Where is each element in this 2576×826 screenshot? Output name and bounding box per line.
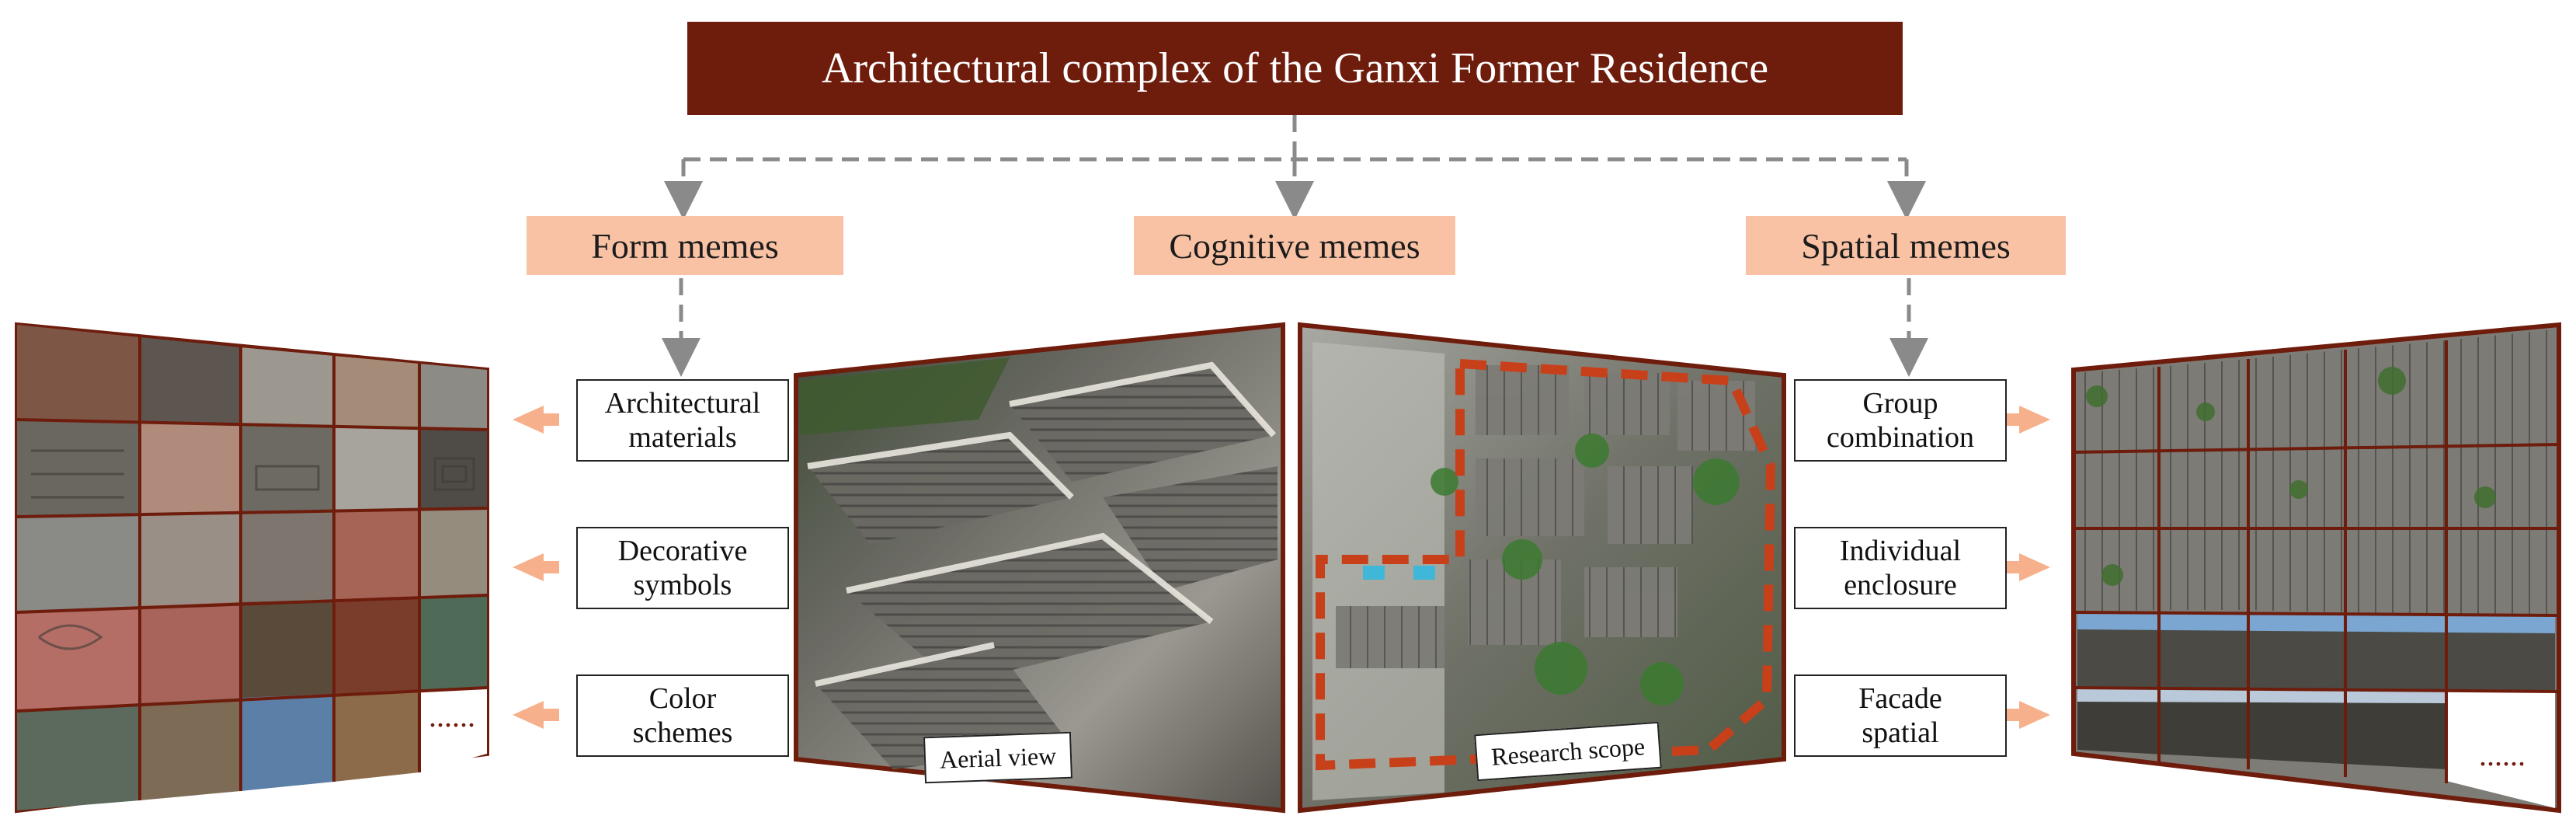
aerial-view-caption: Aerial view bbox=[923, 732, 1072, 784]
spatial-item-line1: Individual bbox=[1840, 534, 1961, 568]
form-item-architectural-materials: Architectural materials bbox=[576, 379, 789, 462]
spatial-ellipsis: ...... bbox=[2479, 737, 2526, 772]
form-item-line2: symbols bbox=[634, 568, 732, 602]
form-memes-label: Form memes bbox=[527, 216, 843, 275]
spatial-item-line1: Group bbox=[1862, 386, 1938, 420]
form-item-line1: Decorative bbox=[618, 534, 748, 568]
form-item-line1: Color bbox=[649, 681, 717, 716]
diagram-title: Architectural complex of the Ganxi Forme… bbox=[687, 22, 1903, 115]
spatial-item-line2: combination bbox=[1827, 420, 1974, 455]
form-item-color-schemes: Color schemes bbox=[576, 674, 789, 757]
form-item-decorative-symbols: Decorative symbols bbox=[576, 527, 789, 609]
spatial-item-line1: Facade bbox=[1858, 681, 1942, 716]
form-item-line2: materials bbox=[628, 420, 736, 455]
form-item-line2: schemes bbox=[633, 716, 733, 750]
form-ellipsis: ...... bbox=[429, 699, 475, 734]
spatial-item-individual-enclosure: Individual enclosure bbox=[1794, 527, 2007, 609]
spatial-memes-label: Spatial memes bbox=[1746, 216, 2066, 275]
peach-arrows-right bbox=[2004, 406, 2050, 729]
form-item-line1: Architectural bbox=[605, 386, 760, 420]
spatial-item-line2: spatial bbox=[1862, 716, 1938, 750]
spatial-item-group-combination: Group combination bbox=[1794, 379, 2007, 462]
form-mosaic-panel bbox=[17, 325, 487, 810]
peach-arrows-left bbox=[513, 406, 559, 729]
cognitive-memes-label: Cognitive memes bbox=[1134, 216, 1455, 275]
spatial-item-facade-spatial: Facade spatial bbox=[1794, 674, 2007, 757]
spatial-item-line2: enclosure bbox=[1844, 568, 1957, 602]
